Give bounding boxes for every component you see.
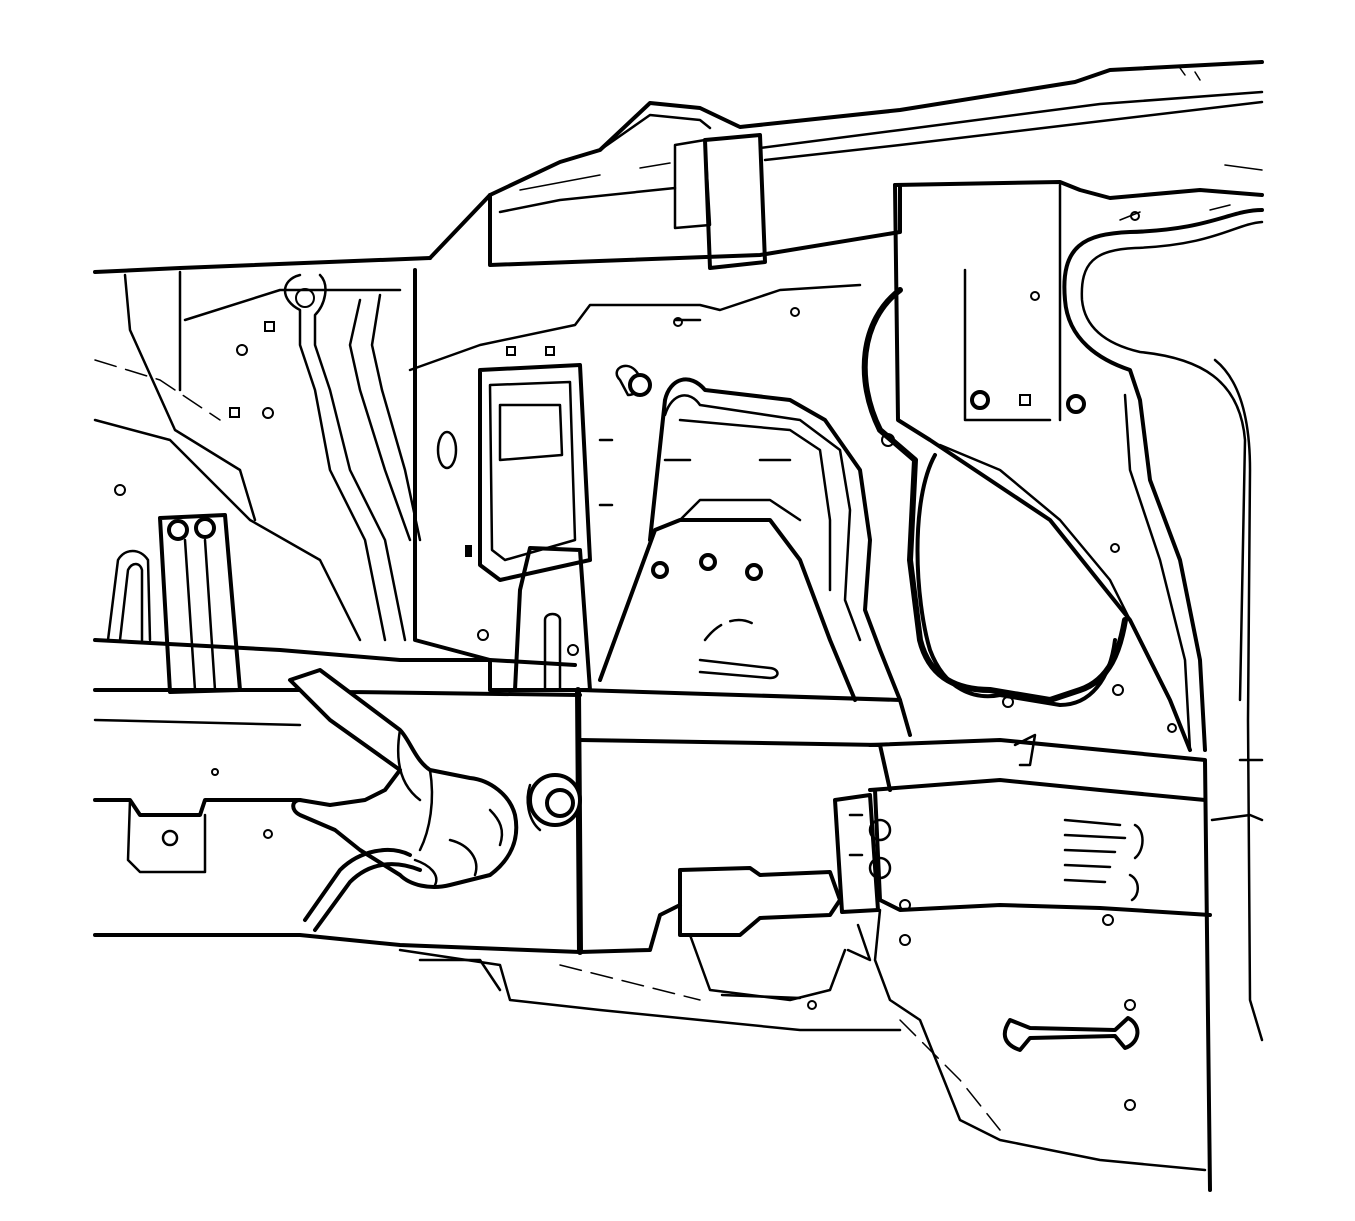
frame-rail — [93, 638, 912, 1032]
bushing — [526, 773, 582, 832]
engine-mount — [598, 377, 902, 702]
upper-tie-bar — [428, 60, 1264, 270]
left-inner-panel — [93, 256, 432, 642]
lower-center-bracket — [678, 793, 880, 1010]
right-hose — [1062, 164, 1264, 1042]
center-panel — [408, 268, 862, 667]
lower-right-apron — [868, 733, 1212, 1192]
hand — [288, 668, 519, 932]
right-edge — [1179, 67, 1264, 822]
left-bracket — [106, 513, 242, 694]
headlamp-opening — [861, 180, 1264, 752]
